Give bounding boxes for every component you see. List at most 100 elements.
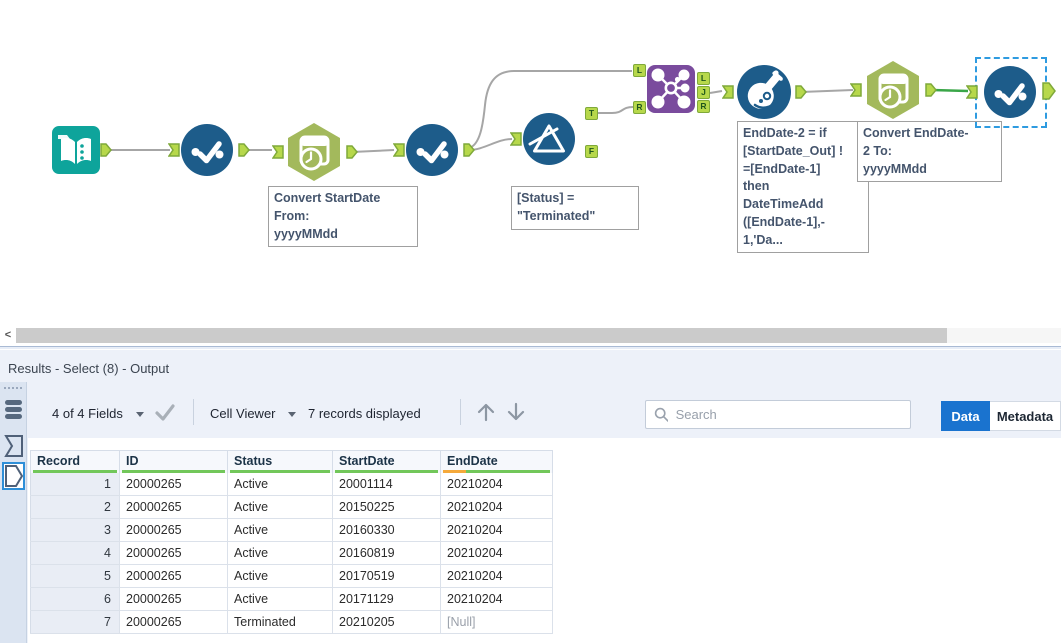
input-anchor[interactable]	[272, 145, 284, 159]
select-tool-3-selected[interactable]	[984, 66, 1036, 123]
join-left-input-anchor[interactable]: L	[633, 64, 646, 77]
data-cell[interactable]: Active	[227, 495, 333, 519]
data-cell[interactable]: 20171129	[332, 587, 441, 611]
search-box[interactable]	[645, 400, 911, 429]
output-anchor[interactable]	[795, 85, 807, 99]
record-number-cell[interactable]: 2	[30, 495, 120, 519]
horizontal-scrollbar[interactable]: <	[0, 328, 1061, 343]
workflow-canvas[interactable]: Convert StartDate From: yyyyMMdd [Status…	[0, 0, 1061, 326]
output-anchor[interactable]	[925, 83, 937, 97]
fields-dropdown[interactable]: 4 of 4 Fields	[52, 406, 123, 421]
data-cell[interactable]: 20170519	[332, 564, 441, 588]
record-number-cell[interactable]: 7	[30, 610, 120, 634]
data-cell[interactable]: 20210204	[440, 495, 553, 519]
annotation-formula-enddate[interactable]: EndDate-2 = if [StartDate_Out] ! =[EndDa…	[737, 121, 869, 254]
data-cell[interactable]: Active	[227, 518, 333, 542]
input-anchor[interactable]	[168, 143, 180, 157]
record-number-cell[interactable]: 3	[30, 518, 120, 542]
column-header-id[interactable]: ID	[119, 450, 228, 473]
data-tab-button[interactable]: Data	[941, 401, 990, 431]
grid-view-icon	[5, 400, 22, 419]
output-anchor[interactable]	[463, 143, 475, 157]
record-number-cell[interactable]: 4	[30, 541, 120, 565]
annotation-filter-status[interactable]: [Status] = "Terminated"	[511, 186, 639, 230]
arrow-down-icon[interactable]	[506, 401, 526, 423]
apply-check-icon[interactable]	[155, 404, 175, 421]
data-cell[interactable]: Active	[227, 473, 333, 496]
data-cell[interactable]: Active	[227, 564, 333, 588]
select-tool-2[interactable]	[406, 124, 458, 181]
datetime-tool-1[interactable]	[286, 122, 342, 187]
metadata-tab-button[interactable]: Metadata	[990, 401, 1061, 431]
output-anchor[interactable]	[238, 143, 250, 157]
column-header-enddate[interactable]: EndDate	[440, 450, 553, 473]
data-cell[interactable]: 20160330	[332, 518, 441, 542]
data-cell[interactable]: 20150225	[332, 495, 441, 519]
scrollbar-thumb[interactable]	[16, 328, 947, 343]
chevron-down-icon[interactable]	[136, 412, 144, 417]
column-header-record[interactable]: Record	[30, 450, 120, 473]
column-header-startdate[interactable]: StartDate	[332, 450, 441, 473]
select-tool-1[interactable]	[181, 124, 233, 181]
join-right-output-anchor[interactable]: R	[697, 100, 710, 113]
chevron-down-icon[interactable]	[288, 412, 296, 417]
data-cell[interactable]: 20210204	[440, 587, 553, 611]
filter-true-anchor[interactable]: T	[585, 107, 598, 120]
output-connection-button[interactable]	[2, 462, 25, 490]
data-cell[interactable]: [Null]	[440, 610, 553, 634]
arrow-up-icon[interactable]	[476, 401, 496, 423]
datetime-tool-2[interactable]	[865, 60, 921, 125]
search-input[interactable]	[673, 406, 902, 423]
join-left-output-anchor[interactable]: L	[697, 72, 710, 85]
data-cell[interactable]: Terminated	[227, 610, 333, 634]
input-anchor[interactable]	[850, 83, 862, 97]
data-cell[interactable]: 20001114	[332, 473, 441, 496]
data-cell[interactable]: 20210205	[332, 610, 441, 634]
join-tool[interactable]	[647, 65, 695, 118]
output-anchor[interactable]	[100, 143, 112, 157]
data-cell[interactable]: 20210204	[440, 518, 553, 542]
input-connection-button[interactable]	[2, 432, 25, 460]
data-cell[interactable]: 20000265	[119, 587, 228, 611]
data-cell[interactable]: 20210204	[440, 473, 553, 496]
output-anchor[interactable]	[346, 145, 358, 159]
data-cell[interactable]: 20000265	[119, 541, 228, 565]
data-cell[interactable]: 20000265	[119, 473, 228, 496]
record-number-cell[interactable]: 5	[30, 564, 120, 588]
data-cell[interactable]: 20000265	[119, 610, 228, 634]
input-anchor[interactable]	[966, 85, 978, 99]
record-number-cell[interactable]: 6	[30, 587, 120, 611]
data-cell[interactable]: 20210204	[440, 564, 553, 588]
data-cell[interactable]: 20000265	[119, 564, 228, 588]
annotation-datetime-enddate[interactable]: Convert EndDate- 2 To: yyyyMMdd	[857, 121, 1002, 183]
data-cell[interactable]: 20000265	[119, 495, 228, 519]
input-anchor[interactable]	[510, 132, 522, 146]
column-header-status[interactable]: Status	[227, 450, 333, 473]
formula-tool[interactable]	[737, 65, 791, 124]
data-cell[interactable]: Active	[227, 587, 333, 611]
cell-viewer-dropdown[interactable]: Cell Viewer	[210, 406, 276, 421]
data-cell[interactable]: 20160819	[332, 541, 441, 565]
input-data-tool[interactable]	[52, 126, 100, 179]
data-cell[interactable]: Active	[227, 541, 333, 565]
input-anchor[interactable]	[722, 85, 734, 99]
record-number-cell[interactable]: 1	[30, 473, 120, 496]
grid-view-button[interactable]	[2, 396, 25, 424]
annotation-datetime-startdate[interactable]: Convert StartDate From: yyyyMMdd	[268, 186, 418, 248]
input-anchor[interactable]	[393, 143, 405, 157]
output-anchor[interactable]	[1042, 82, 1056, 100]
join-right-input-anchor[interactable]: R	[633, 101, 646, 114]
filter-false-anchor[interactable]: F	[585, 145, 598, 158]
data-cell[interactable]: 20000265	[119, 518, 228, 542]
scroll-left-icon[interactable]: <	[0, 328, 16, 343]
join-join-output-anchor[interactable]: J	[697, 86, 710, 99]
filter-tool[interactable]	[523, 113, 575, 170]
data-cell[interactable]: 20210204	[440, 541, 553, 565]
